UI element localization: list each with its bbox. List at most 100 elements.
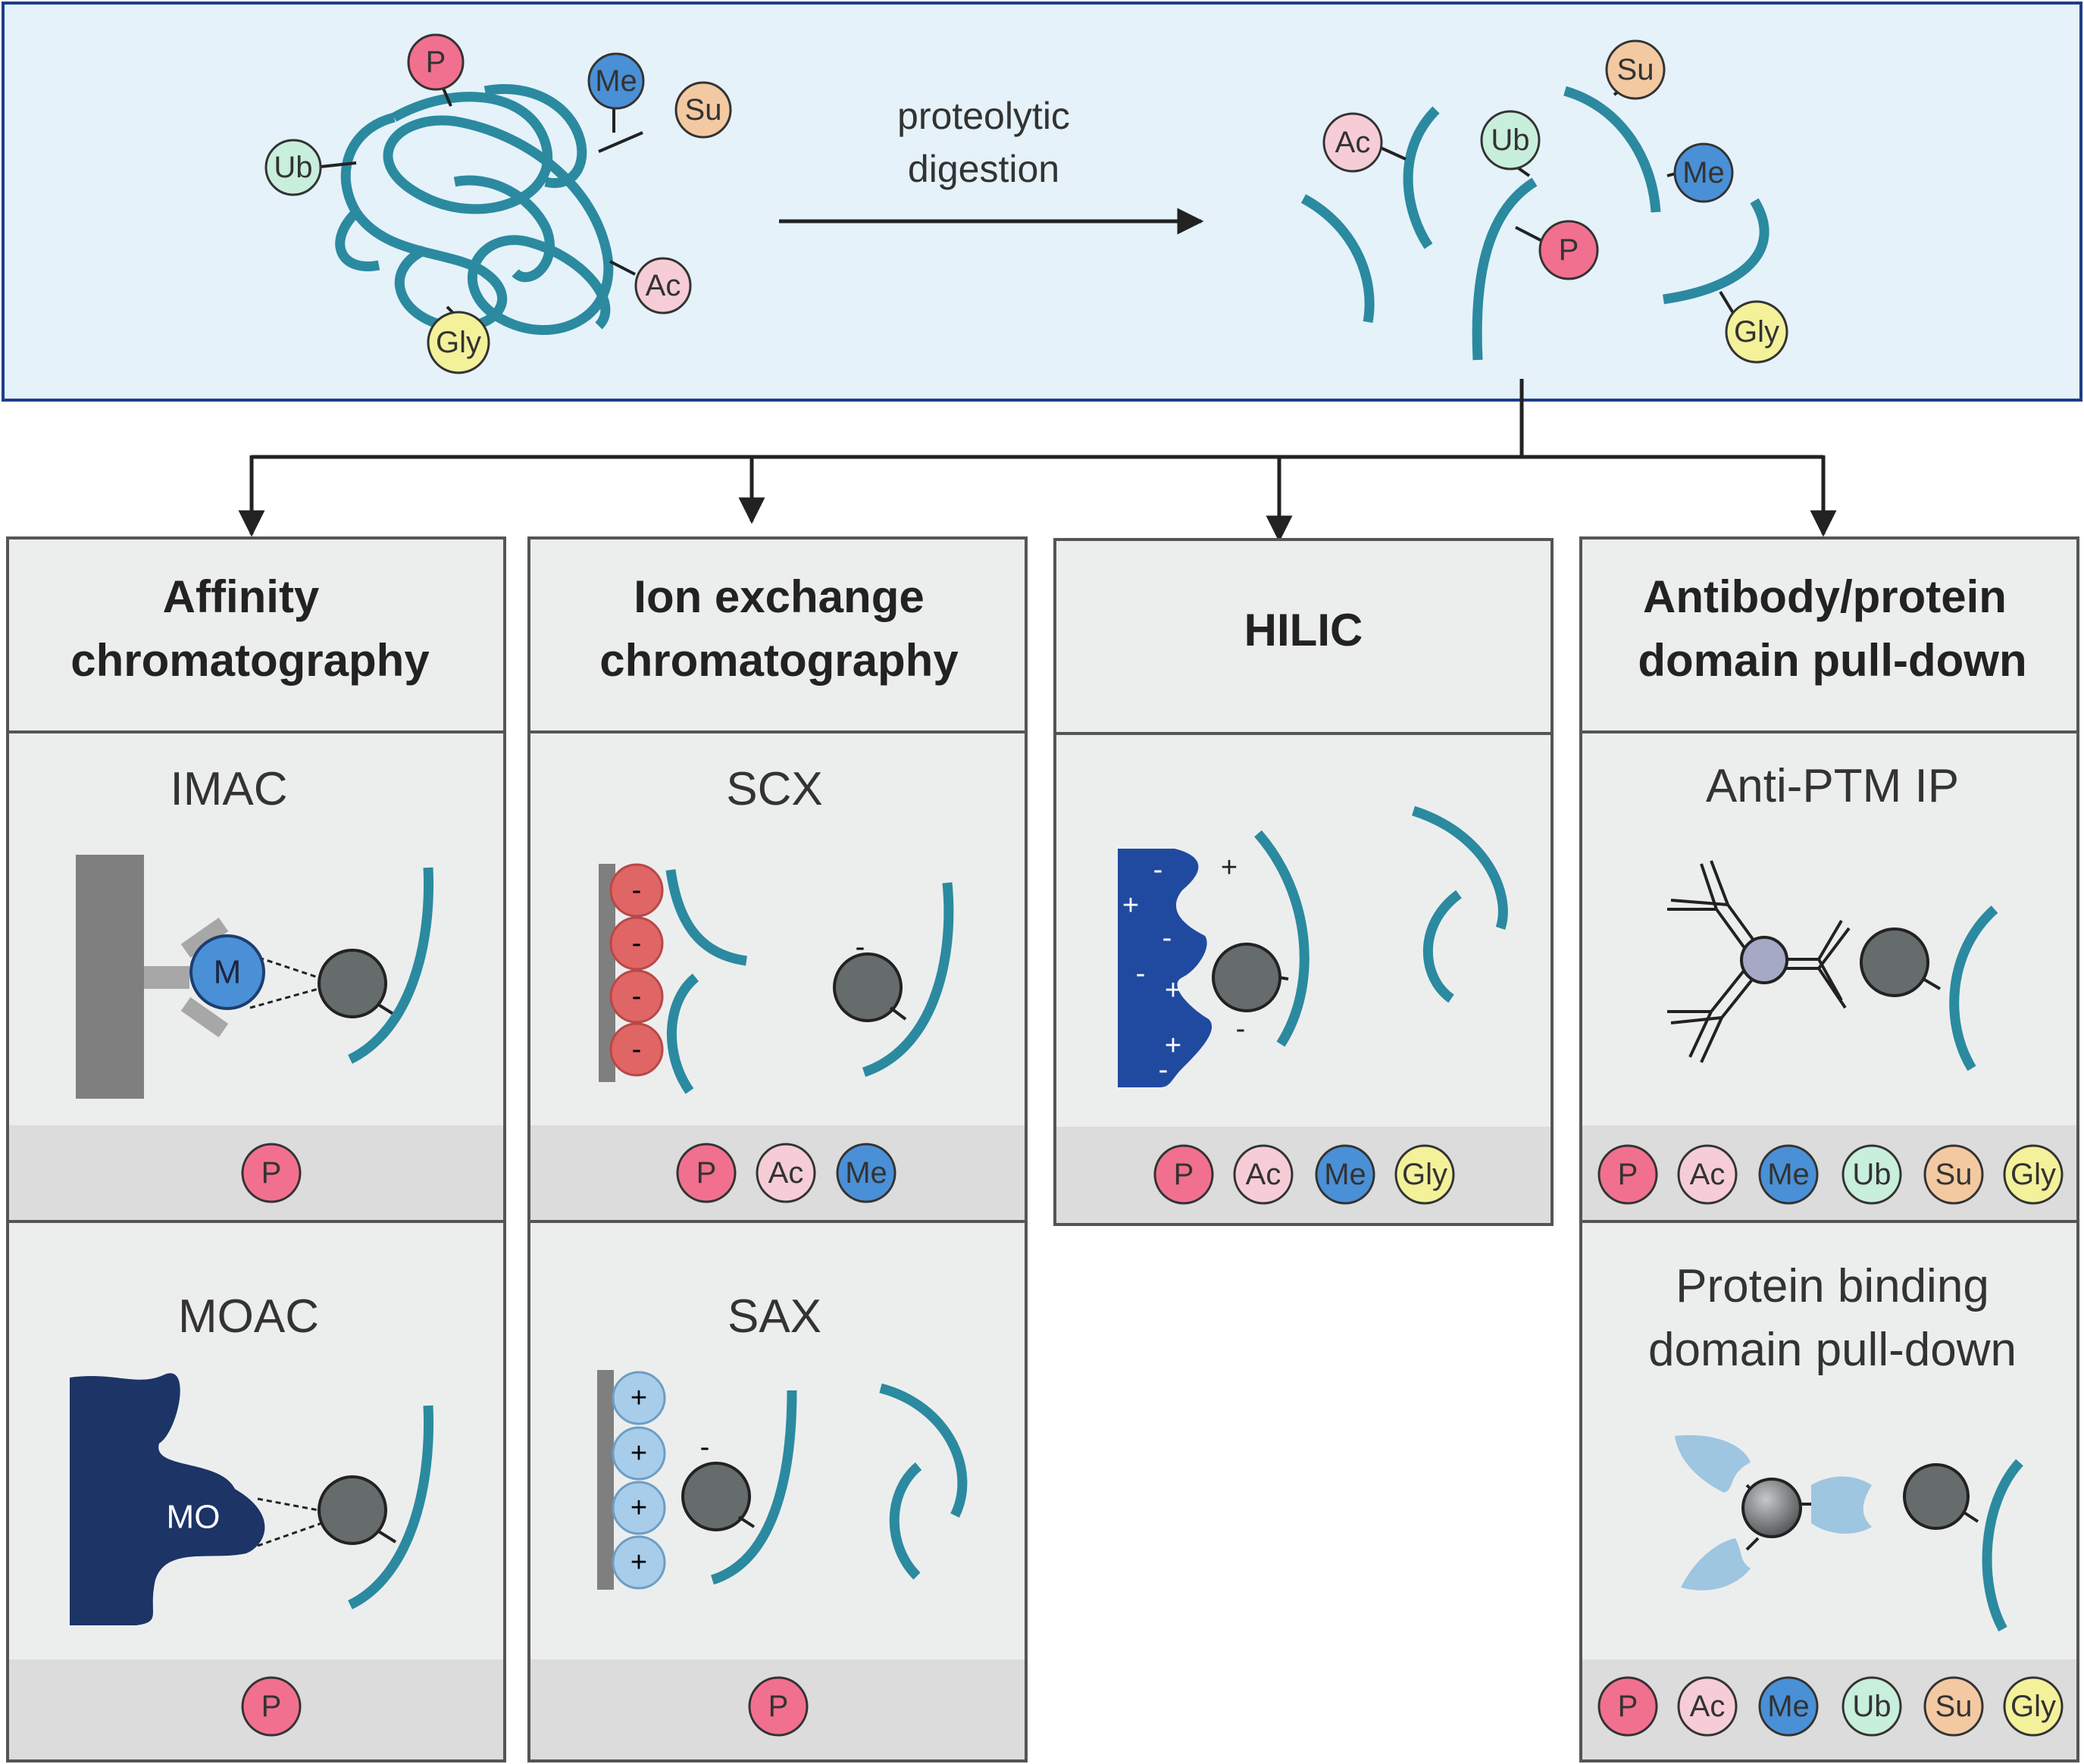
peptide — [889, 1462, 922, 1580]
bead-charge: - — [632, 1034, 642, 1065]
surface-charge: - — [1162, 922, 1172, 954]
hilic-column: HILIC - + - - + + - + - P Ac Me Gly — [1053, 538, 1554, 1226]
ptm-badge-ub: Ub — [1841, 1144, 1902, 1205]
phospho-charge: - — [700, 1431, 710, 1463]
ion-exchange-title-line1: Ion exchange — [634, 571, 924, 622]
ptm-label: Me — [1767, 1690, 1810, 1723]
moac-metal-oxide — [70, 1373, 265, 1625]
peptide-charge: - — [1236, 1013, 1246, 1045]
ptm-badge-ac: Ac — [1233, 1144, 1294, 1205]
ptm-badge-ub: Ub — [1841, 1676, 1902, 1737]
ptm-badge-su: Su — [1605, 39, 1666, 100]
bead-charge: + — [631, 1382, 647, 1414]
ptm-label: Gly — [2010, 1690, 2056, 1723]
ion-exchange-title-line2: chromatography — [599, 635, 959, 686]
imac-metal-ion: M — [189, 934, 265, 1010]
ptm-badge-me: Me — [836, 1143, 896, 1203]
ptm-badge-gly: Gly — [2003, 1144, 2064, 1205]
peptide — [1254, 830, 1310, 1047]
bead-charge: - — [632, 874, 642, 906]
ptm-badge-gly: Gly — [427, 311, 490, 374]
ptm-label: Ub — [274, 151, 312, 184]
ptm-label: Me — [595, 64, 637, 98]
surface-charge: - — [1159, 1054, 1169, 1086]
ptm-label: Su — [1935, 1158, 1973, 1191]
arrow-label-line1: proteolytic — [897, 95, 1070, 137]
ptm-label: P — [1174, 1158, 1194, 1191]
ptm-badge-ub: Ub — [1480, 110, 1541, 170]
ptm-badge-p: P — [1153, 1144, 1214, 1205]
ptm-label: P — [261, 1156, 282, 1190]
ptm-badge-p: P — [676, 1143, 737, 1203]
affinity-title-line1: Affinity — [163, 571, 320, 622]
antibody-title-line1: Antibody/protein — [1643, 571, 2007, 622]
peptide-ptm-badges: Su Ac Ub Me P Gly — [1322, 39, 1788, 364]
ptm-label: Gly — [1734, 315, 1779, 349]
ptm-badge-ac: Ac — [1677, 1144, 1738, 1205]
ptm-badge-ac: Ac — [634, 257, 692, 314]
ptm-label: Gly — [436, 326, 481, 359]
ptm-badge-me: Me — [1673, 142, 1734, 203]
ptm-label: P — [261, 1690, 282, 1723]
peptide — [665, 869, 747, 966]
antibody-title-line2: domain pull-down — [1638, 635, 2026, 686]
ptm-label: Ac — [1335, 126, 1371, 159]
hilic-ptm-strip — [1056, 1127, 1550, 1223]
ptm-badge-me: Me — [587, 52, 645, 110]
domain-ptm-strip — [1582, 1659, 2076, 1759]
peptide-fragments — [1300, 86, 1770, 361]
ptm-badge-ac: Ac — [1677, 1676, 1738, 1737]
affinity-header-box — [6, 536, 506, 733]
phospho-group — [833, 952, 903, 1022]
anti-ptm-ptm-badges: P Ac Me Ub Su Gly — [1597, 1144, 2064, 1205]
hilic-title: HILIC — [1244, 605, 1363, 655]
binding-domains — [1675, 1435, 1872, 1590]
peptide — [710, 1390, 797, 1585]
hilic-surface-charges: - + - - + + - — [1122, 854, 1181, 1086]
ptm-badge-p: P — [407, 33, 465, 91]
bead-charge: + — [631, 1492, 647, 1524]
peptide — [348, 1405, 434, 1609]
peptide — [862, 882, 954, 1077]
peptide — [348, 867, 434, 1064]
ptm-label: Su — [685, 93, 722, 127]
peptide — [1982, 1459, 2023, 1632]
scx-ptm-badges: P Ac Me — [676, 1143, 896, 1203]
tangled-protein — [335, 83, 614, 335]
phospho-group — [318, 1475, 387, 1545]
hilic-ptm-badges: P Ac Me Gly — [1153, 1144, 1455, 1205]
branch-connectors — [238, 379, 1837, 543]
ptm-label: P — [426, 45, 446, 79]
scx-label: SCX — [726, 763, 822, 815]
ptm-label: P — [696, 1156, 717, 1190]
sax-label: SAX — [728, 1290, 821, 1343]
ptm-badge-me: Me — [1758, 1144, 1819, 1205]
antibody-header-box — [1579, 536, 2079, 733]
ptm-badge-me: Me — [1315, 1144, 1375, 1205]
surface-charge: + — [1165, 1030, 1181, 1062]
ptm-label: Su — [1617, 53, 1654, 86]
ptm-badge-ac: Ac — [1322, 112, 1383, 173]
ptm-badge-gly: Gly — [2003, 1676, 2064, 1737]
surface-charge: - — [1136, 958, 1146, 990]
imac-ptm-badges: P — [241, 1143, 302, 1203]
bead-charge: - — [632, 927, 642, 959]
imac-linker — [144, 966, 189, 989]
ptm-badge-gly: Gly — [1725, 300, 1788, 364]
antibody-column: Antibody/protein domain pull-down Anti-P… — [1579, 536, 2079, 1762]
arrow-label-line2: digestion — [908, 148, 1059, 190]
ptm-label: Me — [1682, 156, 1725, 189]
ptm-group — [1860, 927, 1929, 997]
peptide-charge: + — [1221, 852, 1238, 884]
digestion-panel: P Me Su Ub Ac Gly proteolytic digestion — [2, 2, 2082, 402]
peptide — [1949, 905, 1998, 1071]
protein-ptm-badges: P Me Su Ub Ac Gly — [264, 33, 732, 374]
ptm-label: Ac — [646, 269, 681, 302]
digestion-arrow: proteolytic digestion — [779, 95, 1204, 235]
bead-charge: - — [632, 981, 642, 1012]
scx-beads: - - - - — [609, 863, 664, 1077]
metal-label: M — [214, 954, 242, 991]
ptm-badge-su: Su — [1923, 1676, 1984, 1737]
bead-charge: + — [631, 1437, 647, 1469]
